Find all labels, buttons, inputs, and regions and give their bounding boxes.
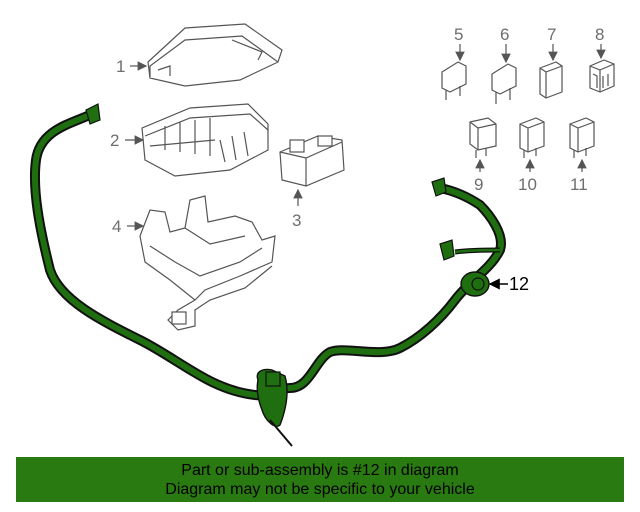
banner-line-disclaimer: Diagram may not be specific to your vehi… [165, 481, 475, 498]
wiring-harness[interactable] [29, 103, 506, 447]
callout-7: 7 [547, 25, 556, 44]
fuse-box-body[interactable] [141, 103, 269, 177]
fuse-box-cover[interactable] [147, 23, 283, 87]
relay-block[interactable] [279, 135, 345, 187]
banner-line-part: Part or sub-assembly is #12 in diagram [181, 462, 459, 479]
callout-9: 9 [474, 175, 483, 194]
parts-diagram: 1 2 3 4 [29, 23, 615, 447]
callout-1: 1 [116, 57, 125, 76]
callout-11: 11 [570, 175, 588, 194]
callout-8: 8 [595, 25, 604, 44]
fuse-8[interactable] [589, 59, 615, 93]
fuse-5[interactable] [441, 61, 467, 100]
fuse-6[interactable] [491, 63, 517, 104]
callout-4: 4 [112, 217, 121, 236]
fuse-7[interactable] [539, 61, 563, 99]
callout-2: 2 [110, 131, 119, 150]
callout-3: 3 [292, 211, 301, 230]
callout-5: 5 [454, 25, 463, 44]
callout-12: 12 [509, 274, 529, 294]
notice-banner: Part or sub-assembly is #12 in diagram D… [16, 457, 624, 502]
relay-10[interactable] [519, 117, 545, 158]
mounting-bracket[interactable] [139, 195, 276, 331]
relay-11[interactable] [569, 117, 595, 158]
callout-6: 6 [500, 25, 509, 44]
callout-10: 10 [518, 175, 537, 194]
relay-9[interactable] [469, 117, 497, 158]
